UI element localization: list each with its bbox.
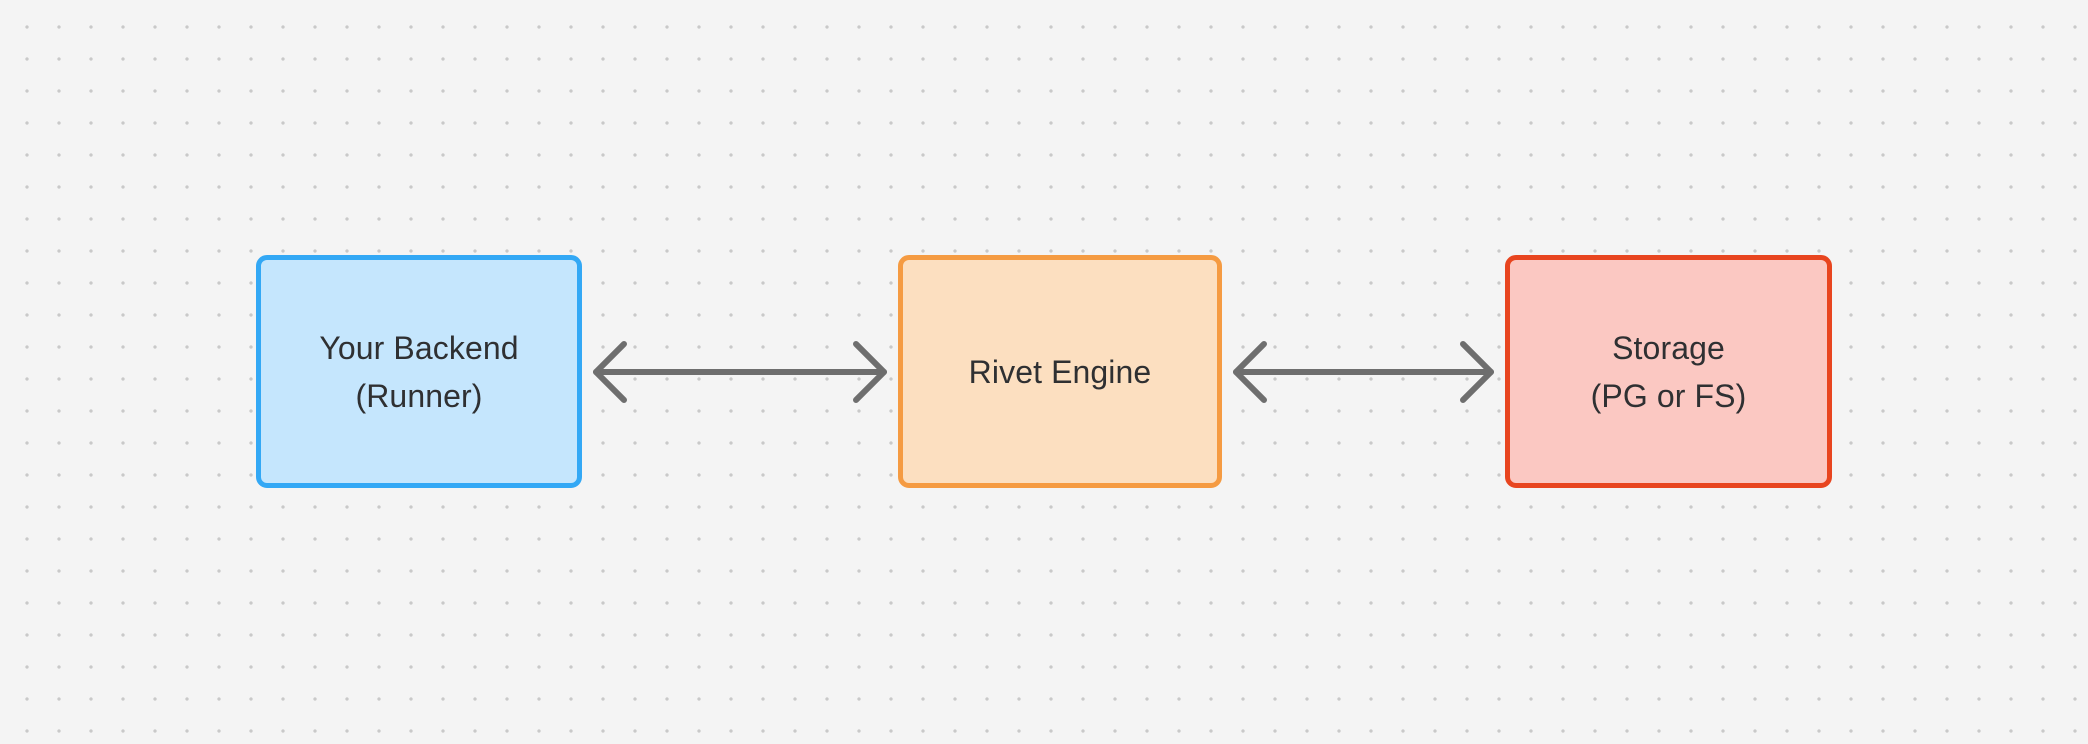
connector-engine-storage[interactable]	[1222, 336, 1505, 408]
connector-backend-engine[interactable]	[582, 336, 898, 408]
node-rivet-engine-label-line1: Rivet Engine	[968, 353, 1152, 390]
node-storage[interactable]: Storage (PG or FS)	[1505, 255, 1832, 488]
arrowhead-right-icon	[853, 341, 887, 403]
node-your-backend-label-line1: Your Backend	[319, 329, 519, 366]
arrowhead-left-icon	[1233, 341, 1267, 403]
node-storage-label-line2: (PG or FS)	[1590, 377, 1747, 414]
node-rivet-engine[interactable]: Rivet Engine	[898, 255, 1222, 488]
node-your-backend-label-line2: (Runner)	[355, 377, 483, 414]
node-your-backend[interactable]: Your Backend (Runner)	[256, 255, 582, 488]
node-storage-label-line1: Storage	[1612, 329, 1725, 366]
arrowhead-right-icon	[1460, 341, 1494, 403]
arrowhead-left-icon	[593, 341, 627, 403]
